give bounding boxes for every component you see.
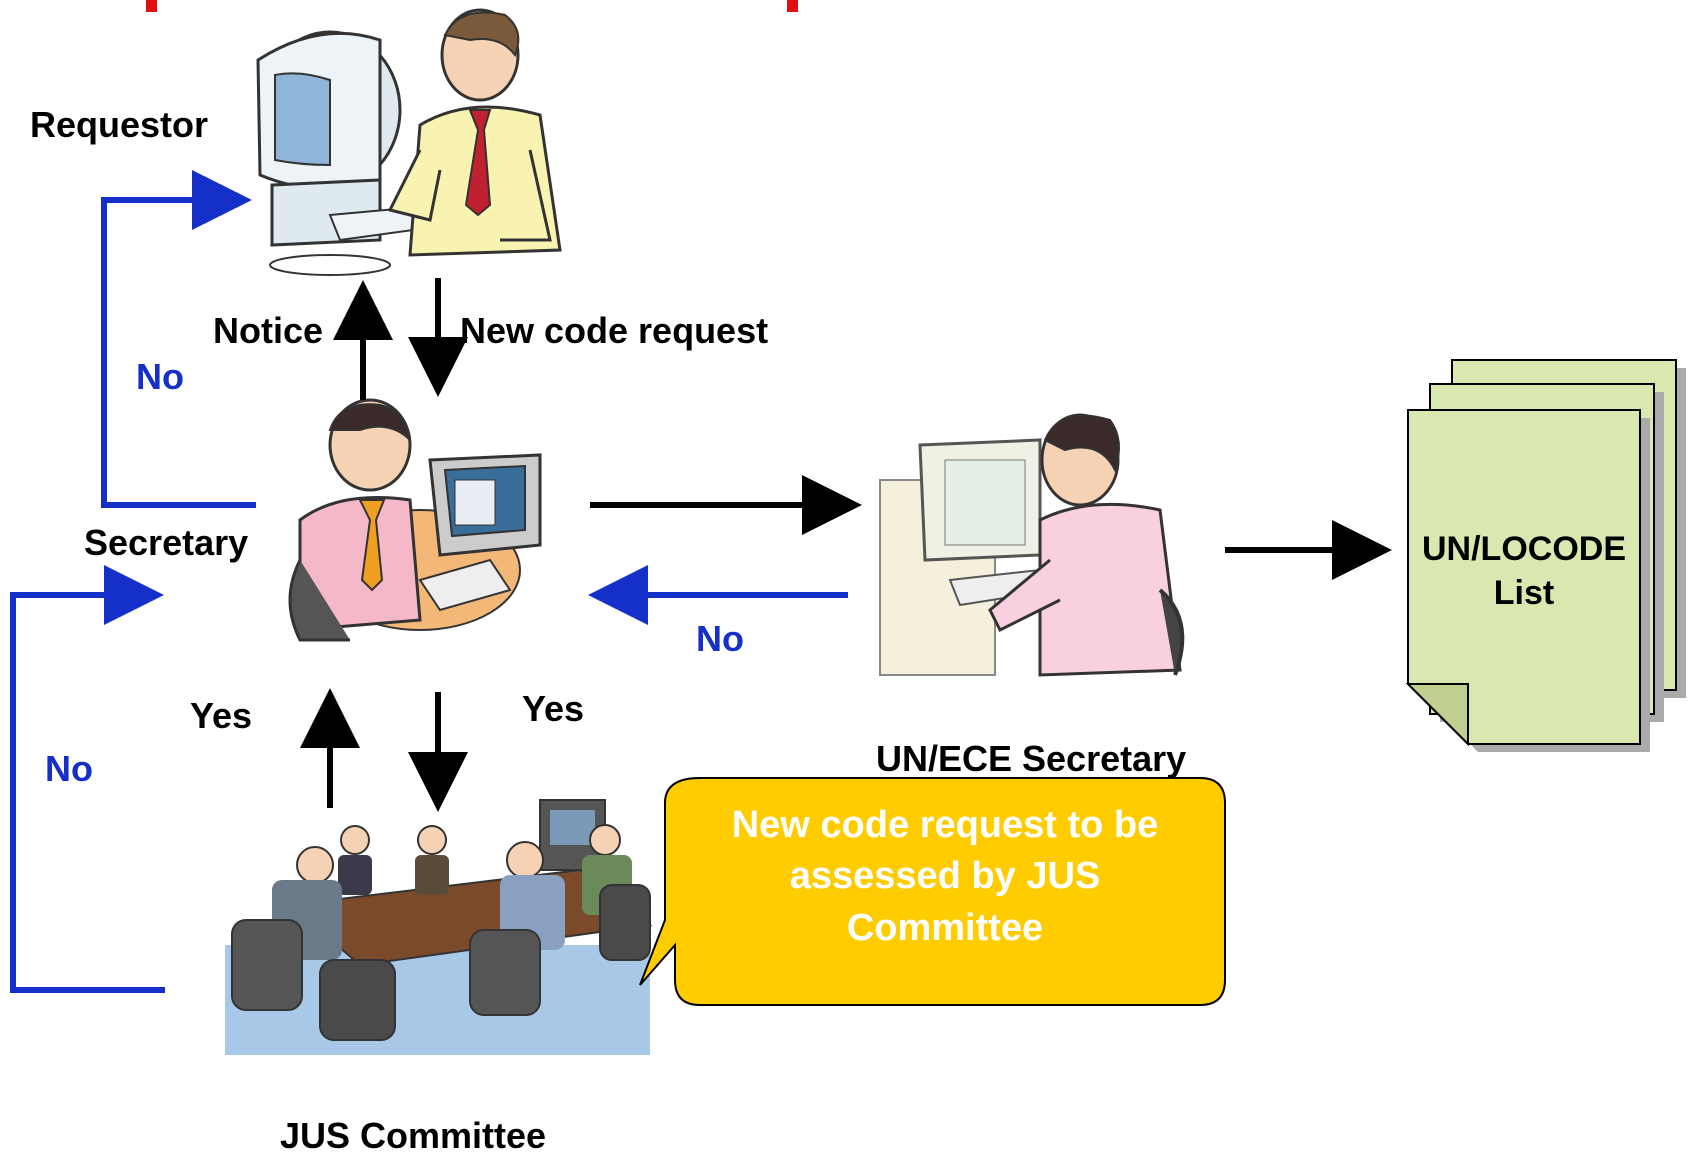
callout-line2: assessed by JUS xyxy=(789,855,1101,898)
requestor-illustration xyxy=(256,8,562,276)
callout-text: New code request to be assessed by JUS C… xyxy=(680,800,1210,954)
unece-illustration xyxy=(879,413,1185,677)
callout-bubble xyxy=(639,777,1226,1006)
secretary-illustration xyxy=(288,398,542,642)
callout-line1: New code request to be xyxy=(731,804,1159,846)
title-fragment-left xyxy=(146,0,157,12)
requestor-label: Requestor xyxy=(30,104,209,145)
no-from-jus-loop xyxy=(10,565,165,993)
notice-label: Notice xyxy=(213,310,324,351)
unlocode-list-text: UN/LOCODE List xyxy=(1408,527,1640,615)
no-to-requestor-label: No xyxy=(136,356,184,397)
title-fragment-right xyxy=(787,0,798,12)
jus-committee-label: JUS Committee xyxy=(280,1115,547,1156)
jus-committee-illustration xyxy=(225,799,653,1055)
unlocode-list-document xyxy=(1405,359,1686,752)
yes-up-label: Yes xyxy=(190,695,253,736)
no-from-unece-label: No xyxy=(696,618,744,659)
unece-secretary-label: UN/ECE Secretary xyxy=(876,738,1187,779)
secretary-label: Secretary xyxy=(84,522,249,563)
no-to-requestor-loop xyxy=(101,170,256,508)
unlocode-line1: UN/LOCODE xyxy=(1422,530,1626,568)
callout-line3: Committee xyxy=(846,906,1044,949)
unlocode-line2: List xyxy=(1493,574,1555,613)
no-from-jus-label: No xyxy=(45,748,93,789)
yes-down-label: Yes xyxy=(522,688,585,729)
new-code-request-label: New code request xyxy=(460,310,769,351)
